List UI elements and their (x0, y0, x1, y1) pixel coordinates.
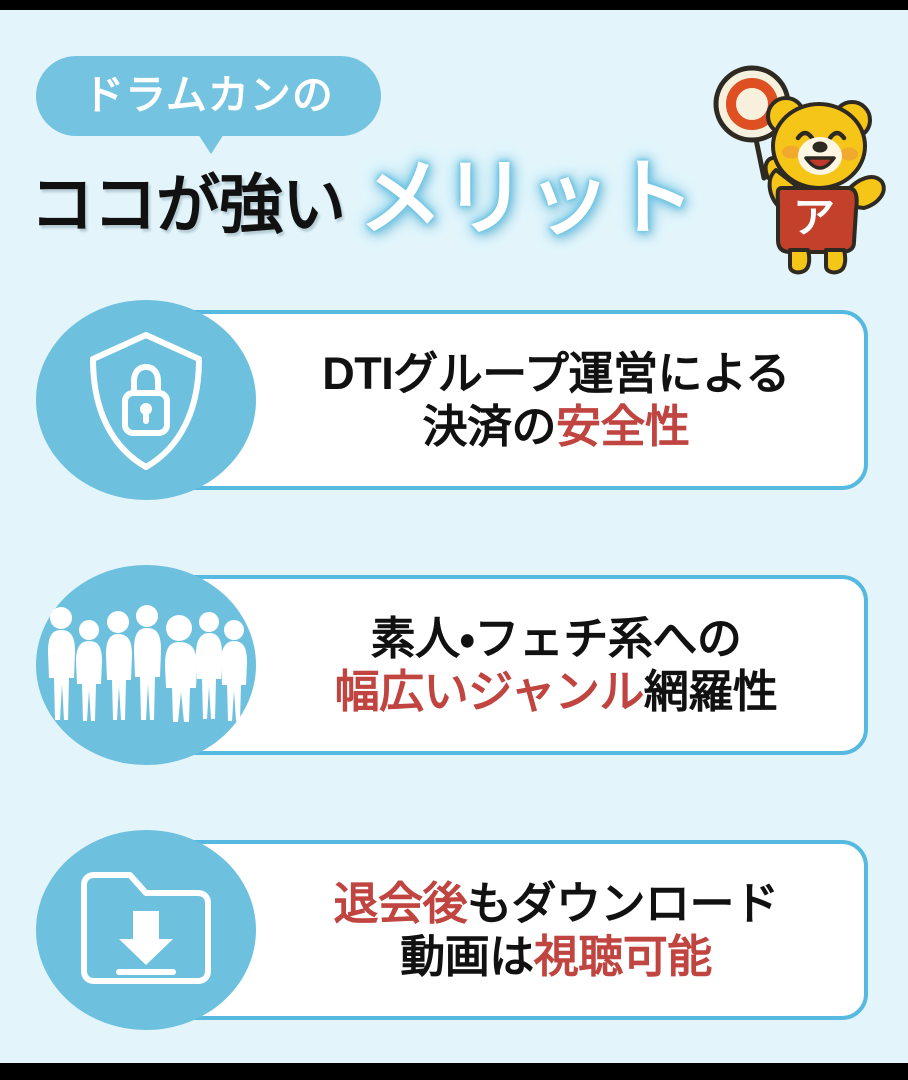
benefit-card-text: 素人・フェチ系への 幅広いジャンル網羅性 (256, 612, 856, 718)
speech-bubble-label: ドラムカンの (83, 71, 334, 118)
benefit-card-line-1: DTIグループ運営による (256, 347, 856, 400)
benefit-row: DTIグループ運営による 決済の安全性 (0, 300, 908, 500)
benefit-text-segment: 決済の (422, 401, 556, 452)
benefit-text-highlight: 幅広いジャンル (334, 666, 645, 717)
letterbox-bottom (0, 1063, 908, 1080)
benefit-card-line-1: 退会後もダウンロード (256, 877, 856, 930)
benefit-icon-circle (36, 300, 256, 500)
benefit-text-segment: 素人・フェチ系への (370, 612, 742, 664)
benefit-icon-circle (36, 565, 256, 765)
page-title-accent: メリット (359, 151, 696, 245)
benefit-card-line-2: 動画は視聴可能 (256, 930, 856, 983)
benefit-icon-circle (36, 830, 256, 1030)
benefit-row: 退会後もダウンロード 動画は視聴可能 (0, 830, 908, 1030)
bear-mascot-illustration: ア (713, 65, 886, 275)
benefit-card-text: DTIグループ運営による 決済の安全性 (256, 347, 856, 453)
benefit-card-line-1: 素人・フェチ系への (256, 612, 856, 665)
banner-header: ドラムカンの ココが強い メリット (0, 10, 908, 285)
benefit-row: 素人・フェチ系への 幅広いジャンル網羅性 (0, 565, 908, 765)
people-crowd-icon (48, 605, 247, 722)
benefit-text-segment: 動画は (400, 931, 534, 982)
benefit-card-line-2: 幅広いジャンル網羅性 (256, 665, 856, 718)
benefit-card: 素人・フェチ系への 幅広いジャンル網羅性 (148, 575, 868, 755)
benefit-text-highlight: 視聴可能 (533, 931, 713, 982)
benefit-text-highlight: 退会後 (333, 877, 467, 929)
banner-canvas: ドラムカンの ココが強い メリット (0, 10, 908, 1063)
page-title: ココが強い メリット (30, 156, 750, 256)
speech-bubble: ドラムカンの (36, 56, 381, 136)
benefit-card-line-2: 決済の安全性 (256, 400, 856, 453)
benefit-text-segment: DTIグループ運営による (322, 347, 790, 399)
shield-lock-icon (90, 332, 202, 470)
letterbox-top (0, 0, 908, 10)
mascot-shirt-label: ア (793, 194, 835, 241)
benefit-text-highlight: 安全性 (556, 401, 690, 452)
speech-bubble-tail (198, 134, 224, 154)
benefit-text-segment: もダウンロード (467, 877, 779, 929)
bear-mascot: ア (706, 60, 896, 275)
benefit-card: DTIグループ運営による 決済の安全性 (148, 310, 868, 490)
benefit-text-segment: 網羅性 (643, 666, 778, 717)
folder-download-icon (81, 872, 211, 984)
benefit-card: 退会後もダウンロード 動画は視聴可能 (148, 840, 868, 1020)
page-title-primary: ココが強い (30, 169, 346, 241)
benefit-card-text: 退会後もダウンロード 動画は視聴可能 (256, 877, 856, 983)
